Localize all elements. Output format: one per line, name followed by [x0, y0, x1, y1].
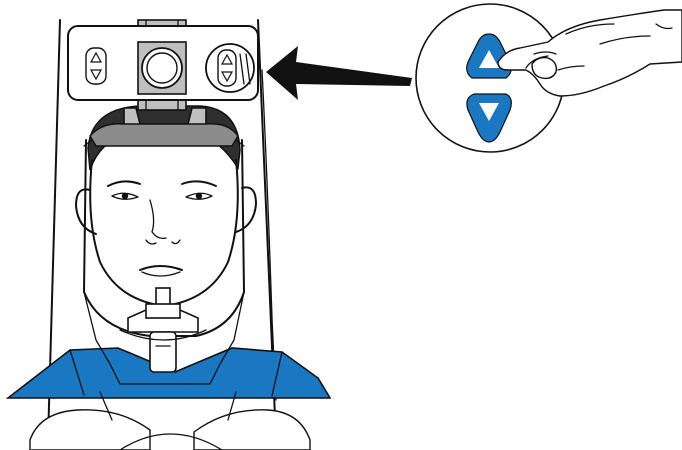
- face: [76, 160, 256, 306]
- detail-zoom: [416, 4, 682, 152]
- base-rest: [30, 392, 310, 450]
- control-panel: [68, 26, 258, 100]
- arrow-left-icon: [266, 46, 412, 100]
